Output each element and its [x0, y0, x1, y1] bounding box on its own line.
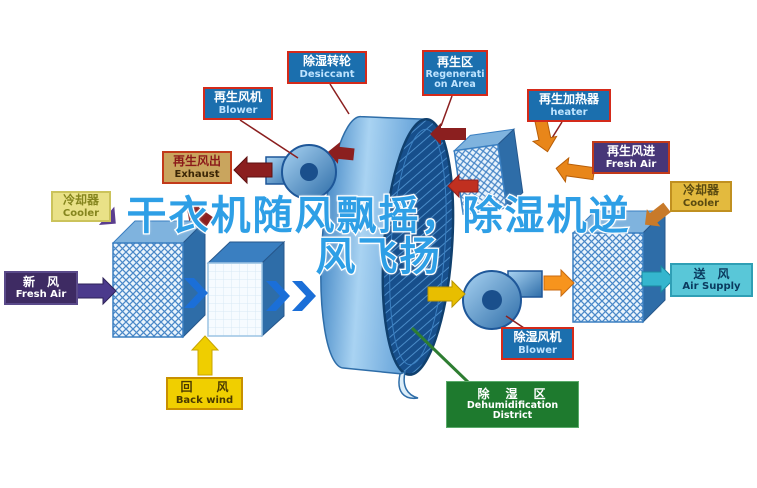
arrow-chevron-2 [266, 281, 290, 311]
process-blower-fan [462, 270, 543, 330]
arrow-fresh-air-in [75, 276, 117, 306]
wheel-stand [398, 370, 419, 400]
label-back-wind: 回 风 Back wind [166, 377, 243, 410]
connector-regen-blower [239, 119, 299, 159]
label-regeneration-area-en1: Regenerati [425, 68, 485, 80]
label-dehumid-district-en1: Dehumidification [466, 400, 559, 412]
arrow-cooler-right-down [644, 202, 671, 227]
label-exhaust: 再生风出 Exhaust [162, 151, 232, 184]
label-dehumid-blower: 除湿风机 Blower [501, 327, 574, 360]
label-exhaust-en: Exhaust [174, 168, 220, 180]
connector-dehumid-district [410, 326, 470, 384]
label-regeneration-area-zh: 再生区 [436, 55, 473, 70]
label-regeneration-area-en2: on Area [434, 78, 476, 90]
label-cooler-right: 冷却器 Cooler [670, 181, 732, 212]
label-dehumid-blower-zh: 除湿风机 [513, 330, 562, 345]
label-cooler-left-en: Cooler [62, 207, 100, 219]
arrow-wheel-to-regen-fan [328, 141, 355, 164]
label-dehumid-blower-en: Blower [518, 344, 557, 356]
label-fresh-air-en: Fresh Air [15, 289, 67, 301]
label-air-supply: 送 风 Air Supply [670, 263, 753, 297]
label-air-supply-zh: 送 风 [693, 266, 730, 281]
label-regen-fresh-air-zh: 再生风进 [606, 144, 655, 159]
connector-regeneration [440, 95, 453, 127]
regeneration-area-box [452, 128, 524, 215]
label-back-wind-en: Back wind [175, 394, 234, 406]
regen-blower-fan [265, 144, 337, 200]
label-cooler-right-zh: 冷却器 [682, 183, 719, 198]
label-air-supply-en: Air Supply [682, 281, 741, 293]
label-desiccant-en: Desiccant [299, 68, 355, 80]
process-inlet-box [206, 240, 286, 338]
arrow-air-supply-out [641, 264, 675, 294]
process-fan-hub [482, 290, 502, 310]
flow-arrows [75, 116, 675, 376]
label-fresh-air-zh: 新 风 [22, 274, 59, 289]
label-regen-heater-zh: 再生加热器 [538, 92, 599, 107]
label-dehumid-district-en2: District [492, 410, 533, 422]
label-regen-blower: 再生风机 Blower [203, 87, 273, 120]
label-dehumid-district: 除 湿 区 Dehumidification District [446, 381, 579, 428]
label-regen-fresh-air: 再生风进 Fresh Air [592, 141, 670, 174]
inlet-box-front-face [207, 262, 263, 337]
label-desiccant-zh: 除湿转轮 [302, 54, 351, 69]
label-dehumid-district-zh: 除 湿 区 [477, 386, 548, 401]
arrow-chevron-1 [184, 278, 208, 308]
arrow-wheel-to-blower [427, 279, 466, 309]
arrow-into-wheel-top [430, 123, 466, 145]
left-heat-exchanger [111, 219, 207, 339]
connector-desiccant [329, 83, 350, 115]
right-heat-exchanger [571, 209, 667, 324]
label-regen-blower-zh: 再生风机 [213, 90, 262, 105]
left-exchanger-front-face [112, 242, 184, 338]
label-cooler-right-en: Cooler [682, 197, 720, 209]
arrow-back-wind-up [190, 335, 220, 376]
label-back-wind-zh: 回 风 [180, 380, 229, 395]
regen-fan-hub [300, 163, 318, 181]
arrow-exhaust-out [233, 155, 273, 185]
arrow-to-exhaust-label [186, 203, 213, 227]
label-regen-fresh-air-en: Fresh Air [605, 158, 657, 170]
arrow-regen-box-to-wheel [447, 173, 479, 199]
label-regen-heater: 再生加热器 heater [527, 89, 611, 122]
label-regen-blower-en: Blower [218, 104, 258, 116]
label-cooler-left-zh: 冷却器 [62, 193, 99, 208]
label-cooler-left: 冷却器 Cooler [51, 191, 111, 222]
label-exhaust-zh: 再生风出 [172, 154, 221, 169]
regen-box-front-face [453, 143, 508, 215]
arrow-chevron-3 [292, 281, 316, 311]
arrow-blower-to-cooler [543, 268, 575, 298]
label-regeneration-area: 再生区 Regenerati on Area [422, 50, 488, 96]
label-fresh-air: 新 风 Fresh Air [4, 271, 78, 305]
right-exchanger-front-face [572, 232, 644, 323]
wheel-face-rim [389, 128, 447, 366]
label-regen-heater-en: heater [550, 106, 588, 118]
wheel-front-face [381, 117, 455, 376]
label-desiccant: 除湿转轮 Desiccant [287, 51, 367, 84]
arrow-regen-fresh-air-in [555, 156, 596, 184]
desiccant-wheel [320, 115, 455, 376]
